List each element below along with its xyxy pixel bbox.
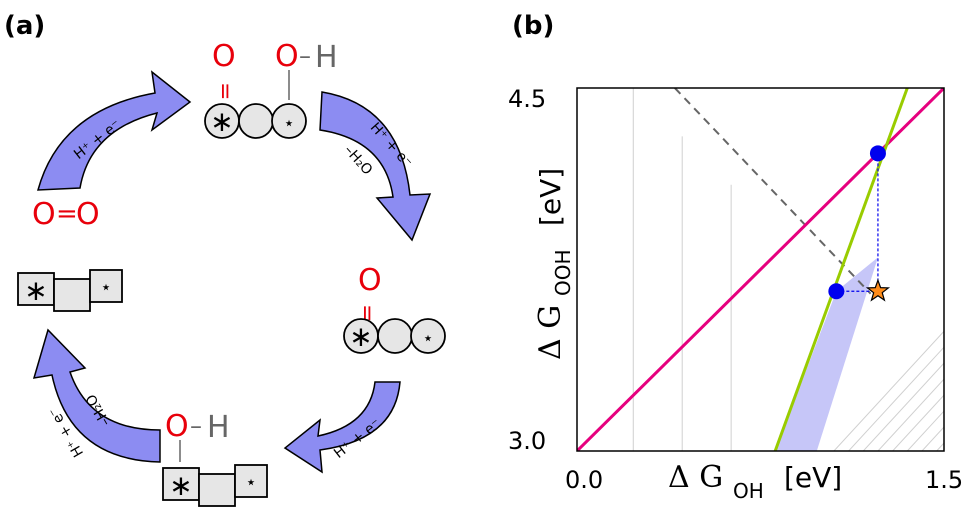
panel-a-label: (a)	[4, 11, 45, 41]
arrow-1: H⁺ + e⁻	[37, 70, 192, 191]
background-hatch-line	[892, 394, 944, 451]
oh-star-site-middle	[198, 473, 236, 507]
background-hatch-line	[951, 318, 971, 451]
empty-site-small	[89, 269, 123, 303]
data-point	[869, 145, 886, 162]
data-point	[828, 283, 845, 300]
o2-bond: =	[56, 199, 78, 229]
arrow-4: H⁺ + e⁻ –H₂O	[32, 328, 161, 463]
o-adsorbate: O = ∗ ⋆	[343, 263, 446, 354]
oh-star-big-star-icon: ∗	[169, 469, 192, 502]
ytick-bottom: 3.0	[508, 427, 546, 455]
ooh-h-atom: H	[315, 40, 338, 75]
background-hatch-line	[848, 346, 944, 451]
x-axis-label: Δ G OH [eV]	[668, 460, 842, 503]
ooh-oh-o-atom: O	[275, 39, 299, 74]
panel-b-label: (b)	[512, 11, 554, 41]
shaded-region	[775, 257, 878, 451]
o-star-small-star-icon: ⋆	[422, 328, 433, 349]
oh-star-h-atom: H	[207, 410, 230, 445]
panel-b: (b) 4.5 3.0 0.0 1.5 Δ G OH [eV] Δ G OOH …	[508, 11, 971, 503]
ooh-adsorbate: O = O – H ∗ ⋆	[204, 39, 338, 139]
empty-small-star-icon: ⋆	[100, 277, 111, 298]
ooh-site-small	[271, 103, 307, 139]
empty-site-middle	[53, 278, 91, 312]
panel-a: (a) H⁺ + e⁻ H⁺ + e⁻ –H₂O H⁺ + e⁻ H⁺ + e⁻…	[4, 11, 446, 507]
oh-star-small-star-icon: ⋆	[245, 472, 256, 493]
o-star-o-atom: O	[358, 263, 382, 298]
background-hatch-line	[966, 318, 971, 451]
arrow-2: H⁺ + e⁻ –H₂O	[319, 91, 432, 242]
x-axis-main: Δ G	[668, 460, 723, 495]
series-line-green	[773, 88, 909, 451]
background-hatch-line	[833, 330, 944, 451]
background-hatch-line	[877, 378, 944, 451]
star-marker	[865, 278, 891, 302]
plot-frame	[576, 87, 945, 452]
dashed-scaling-line	[674, 88, 872, 295]
oh-star-site-big	[162, 467, 200, 501]
ooh-small-star-icon: ⋆	[283, 113, 294, 134]
empty-sites: ∗ ⋆	[17, 269, 123, 312]
ooh-double-bond: =	[212, 82, 237, 100]
empty-big-star-icon: ∗	[24, 274, 47, 307]
ooh-oh-bond: –	[299, 42, 311, 70]
background-hatch-line	[936, 442, 944, 451]
o-star-site-middle	[377, 318, 413, 354]
xtick-left: 0.0	[565, 466, 603, 494]
y-axis-label: Δ G OOH [eV]	[533, 168, 575, 360]
background-contours	[632, 88, 971, 451]
y-axis-subscript: OOH	[551, 249, 575, 296]
o-star-bond: =	[354, 304, 379, 322]
y-axis-main: Δ G	[533, 305, 568, 360]
arrow-3-shape	[283, 381, 401, 474]
background-hatch-line	[921, 426, 944, 451]
x-axis-subscript: OH	[733, 479, 764, 503]
oh-adsorbate: O – H ∗ ⋆	[162, 409, 268, 507]
ooh-o-atom: O	[212, 39, 236, 74]
arrow-4-shape	[32, 328, 161, 463]
arrow-3: H⁺ + e⁻	[283, 381, 401, 474]
ooh-site-middle	[238, 103, 274, 139]
o-star-site-small	[410, 318, 446, 354]
o2-atom-2: O	[76, 197, 100, 232]
o2-molecule: O = O	[32, 197, 100, 232]
background-hatch-line	[906, 410, 944, 451]
background-hatch-line	[862, 362, 944, 451]
y-axis-unit: [eV]	[534, 168, 567, 226]
oh-star-o-atom: O	[165, 409, 189, 444]
arrow-1-shape	[37, 70, 192, 191]
ytick-top: 4.5	[508, 85, 546, 113]
arrow-2-shape	[319, 91, 432, 242]
o-star-big-star-icon: ∗	[349, 320, 372, 353]
oh-star-site-small	[234, 464, 268, 498]
xtick-right: 1.5	[925, 466, 963, 494]
plot-area	[577, 88, 971, 451]
o2-atom-1: O	[32, 197, 56, 232]
oh-star-bond: –	[190, 412, 202, 440]
x-axis-unit: [eV]	[784, 461, 842, 494]
ooh-big-star-icon: ∗	[210, 105, 233, 138]
